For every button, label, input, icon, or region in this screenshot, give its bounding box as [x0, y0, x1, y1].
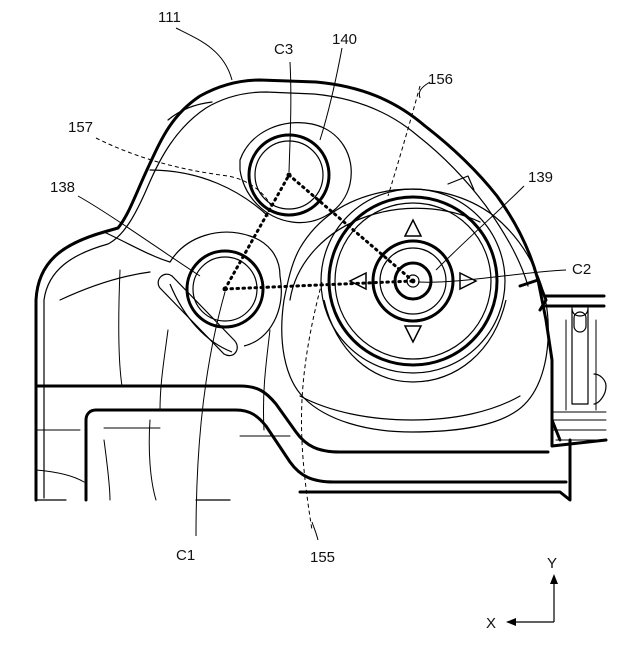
- leader-140: [320, 48, 342, 140]
- button-140[interactable]: [240, 123, 351, 223]
- leader-111: [176, 28, 232, 80]
- lower-band-top: [36, 386, 548, 452]
- axis-indicator: Y X: [486, 555, 558, 632]
- arrow-right-icon: [460, 273, 476, 289]
- arrow-down-icon: [405, 326, 421, 342]
- grip-curve-4: [149, 420, 156, 500]
- label-155: 155: [310, 549, 335, 566]
- grip-curve-5: [104, 440, 110, 500]
- leader-138: [78, 196, 200, 276]
- label-138: 138: [50, 179, 75, 196]
- right-side-lines: [552, 412, 606, 440]
- line-c1-c2: [225, 281, 413, 289]
- thin-lower-lines: [36, 428, 290, 436]
- leader-c2: [418, 270, 566, 282]
- button-140-recess: [240, 123, 351, 223]
- grip-curve-3: [263, 330, 270, 430]
- front-face-line: [104, 232, 170, 262]
- dial-lower-lip: [324, 300, 506, 382]
- thin-lower-lines-2: [36, 470, 84, 482]
- lower-band-left: [86, 410, 96, 420]
- right-side-panel: [546, 296, 604, 306]
- axis-x-arrow-icon: [506, 618, 516, 626]
- label-c1: C1: [176, 547, 195, 564]
- front-face-line-2: [60, 272, 150, 300]
- axis-y-arrow-icon: [550, 574, 558, 584]
- arrow-up-icon: [405, 220, 421, 236]
- grip-curve-2: [160, 330, 168, 410]
- point-c1: [223, 287, 228, 292]
- label-157: 157: [68, 119, 93, 136]
- axis-y-label: Y: [547, 555, 557, 572]
- dial-housing-lower: [300, 396, 520, 420]
- label-c2: C2: [572, 261, 591, 278]
- label-c3: C3: [274, 41, 293, 58]
- top-right-notch: [448, 176, 474, 190]
- leader-155: [312, 522, 318, 540]
- label-140: 140: [332, 31, 357, 48]
- label-111: 111: [158, 9, 181, 26]
- grip-curve-1: [119, 270, 122, 386]
- leader-c3: [289, 62, 291, 172]
- right-hinge: [552, 420, 606, 446]
- lower-right-base: [300, 440, 570, 500]
- point-c3: [287, 173, 292, 178]
- dial-139[interactable]: [321, 189, 506, 382]
- axis-x-label: X: [486, 615, 496, 632]
- arrow-left-icon: [350, 273, 366, 289]
- right-vertical: [566, 320, 596, 410]
- label-139: 139: [528, 169, 553, 186]
- label-156: 156: [428, 71, 453, 88]
